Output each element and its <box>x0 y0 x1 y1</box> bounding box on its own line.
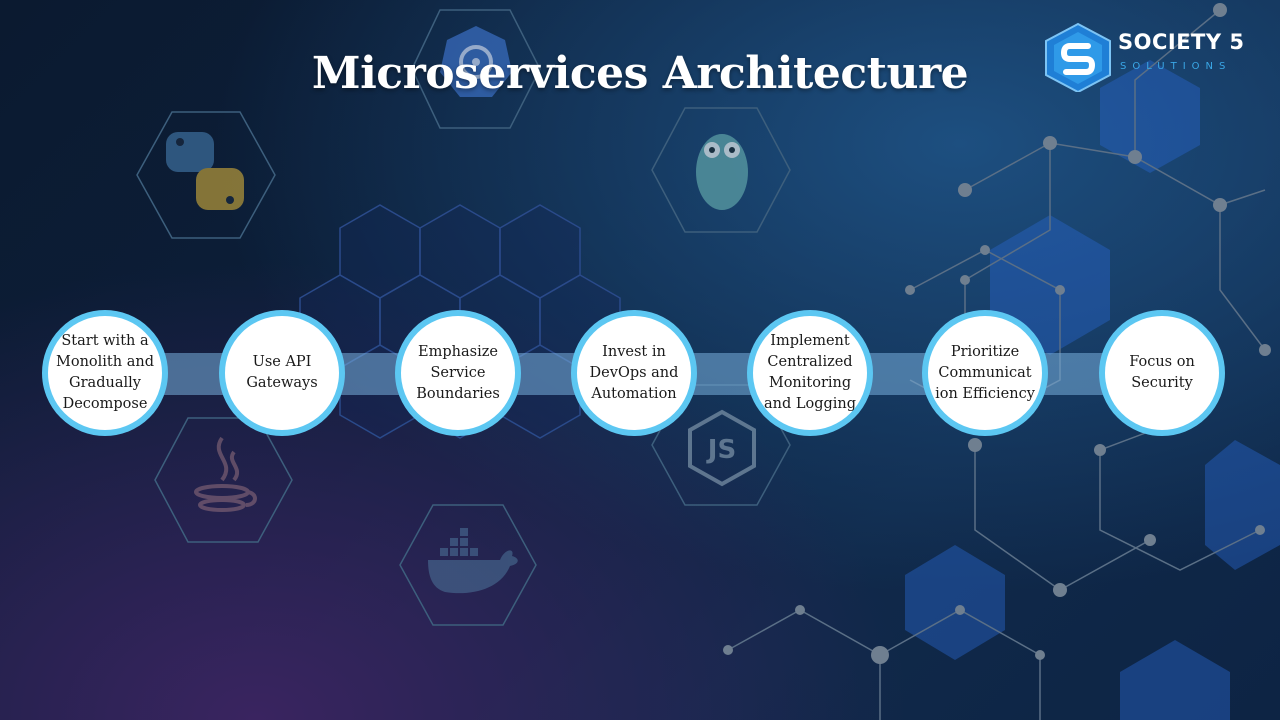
logo-brand-text: SOCIETY 5 <box>1118 30 1245 54</box>
step-5: Implement Centralized Monitoring and Log… <box>747 310 873 436</box>
svg-text:JS: JS <box>706 435 736 465</box>
python-icon <box>166 132 244 210</box>
step-5-label: Implement Centralized Monitoring and Log… <box>763 333 857 412</box>
docker-frame <box>399 504 537 626</box>
brand-logo: SOCIETY 5 SOLUTIONS <box>1042 22 1262 92</box>
docker-icon <box>428 528 518 594</box>
nodejs-icon: JS <box>688 409 756 487</box>
step-4: Invest in DevOps and Automation <box>571 310 697 436</box>
step-3: Emphasize Service Boundaries <box>395 310 521 436</box>
go-gopher-icon <box>696 134 748 210</box>
step-6-label: Prioritize Communicat ion Efficiency <box>935 343 1035 402</box>
java-icon <box>194 436 257 512</box>
step-1: Start with a Monolith and Gradually Deco… <box>42 310 168 436</box>
step-1-label: Start with a Monolith and Gradually Deco… <box>56 333 154 412</box>
java-frame <box>154 417 293 543</box>
kubernetes-frame <box>411 9 541 129</box>
go-frame <box>651 107 791 233</box>
step-4-label: Invest in DevOps and Automation <box>589 343 679 402</box>
society5-s-hexagon-icon <box>1045 22 1111 92</box>
step-7-label: Focus on Security <box>1129 354 1195 391</box>
kubernetes-icon <box>440 26 512 97</box>
step-3-label: Emphasize Service Boundaries <box>416 343 500 402</box>
logo-sub-text: SOLUTIONS <box>1120 61 1232 72</box>
step-7: Focus on Security <box>1099 310 1225 436</box>
python-frame <box>136 111 276 239</box>
step-6: Prioritize Communicat ion Efficiency <box>922 310 1048 436</box>
step-2: Use API Gateways <box>219 310 345 436</box>
page-title: Microservices Architecture <box>311 48 969 99</box>
step-2-label: Use API Gateways <box>246 354 318 391</box>
